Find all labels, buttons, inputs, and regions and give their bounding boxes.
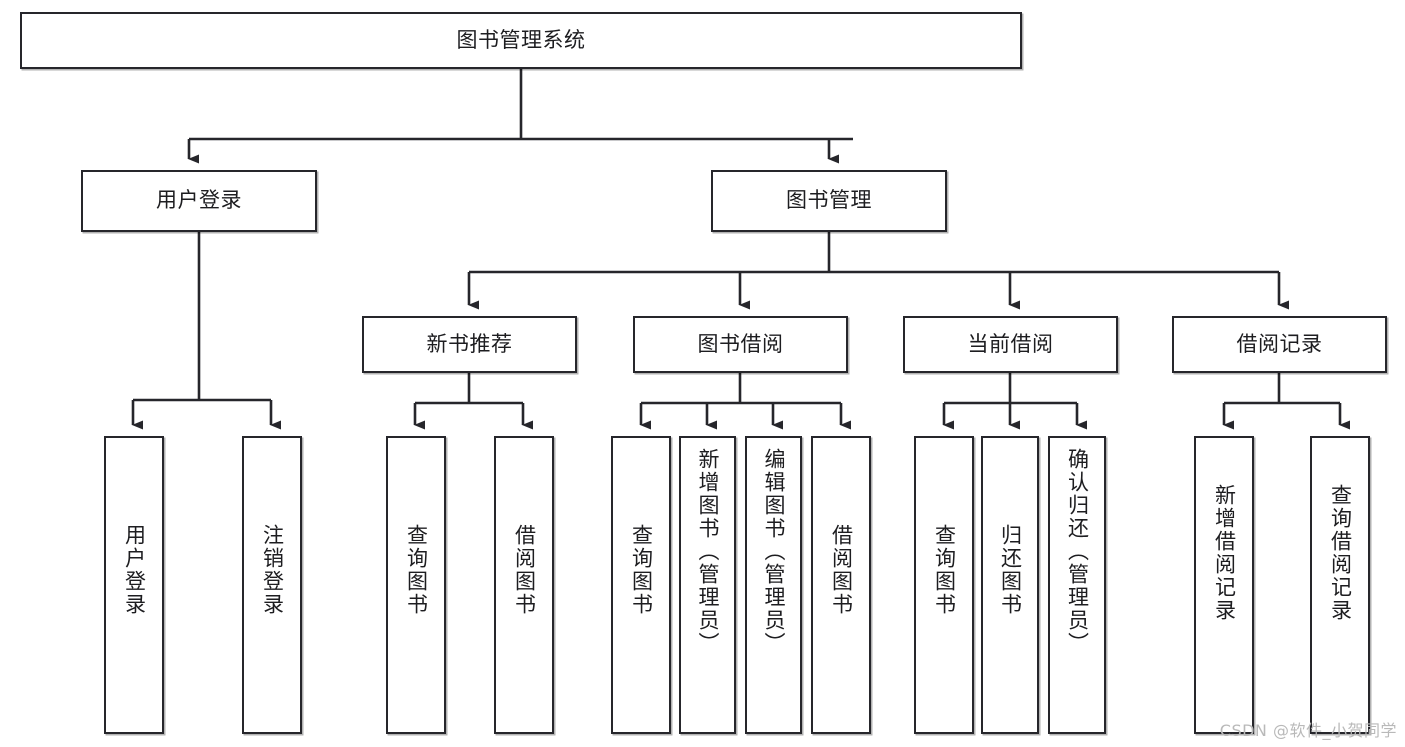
node-leaf-query-record-label: 查询借阅记录 (1328, 484, 1353, 622)
node-current-borrow-label: 当前借阅 (967, 331, 1054, 356)
node-user-login-label: 用户登录 (156, 188, 242, 213)
node-leaf-user-logout[interactable]: 注销登录 (242, 436, 302, 734)
node-leaf-query-book-1[interactable]: 查询图书 (386, 436, 446, 734)
node-leaf-add-book[interactable]: 新增图书（管理员） (679, 436, 736, 734)
node-leaf-borrow-book-1[interactable]: 借阅图书 (494, 436, 554, 734)
node-leaf-borrow-book-2-label: 借阅图书 (829, 524, 854, 616)
node-leaf-borrow-book-1-label: 借阅图书 (512, 524, 537, 616)
node-leaf-edit-book-label: 编辑图书（管理员） (761, 448, 786, 655)
node-borrow-record-label: 借阅记录 (1236, 331, 1323, 356)
node-book-borrow-label: 图书借阅 (697, 331, 784, 356)
node-leaf-user-login[interactable]: 用户登录 (104, 436, 164, 734)
node-leaf-user-logout-label: 注销登录 (260, 524, 285, 616)
node-leaf-query-record[interactable]: 查询借阅记录 (1310, 436, 1370, 734)
node-root[interactable]: 图书管理系统 (20, 12, 1022, 69)
node-book-borrow[interactable]: 图书借阅 (633, 316, 848, 373)
csdn-watermark: CSDN @软件_小贺同学 (1219, 721, 1397, 740)
node-leaf-query-book-2-label: 查询图书 (629, 524, 654, 616)
node-leaf-user-login-label: 用户登录 (122, 524, 147, 616)
node-new-book-recommend-label: 新书推荐 (426, 331, 513, 356)
node-leaf-add-record[interactable]: 新增借阅记录 (1194, 436, 1254, 734)
node-leaf-query-book-3[interactable]: 查询图书 (914, 436, 974, 734)
node-leaf-return-book[interactable]: 归还图书 (981, 436, 1039, 734)
node-new-book-recommend[interactable]: 新书推荐 (362, 316, 577, 373)
node-leaf-confirm-return-label: 确认归还（管理员） (1065, 448, 1090, 655)
node-leaf-query-book-1-label: 查询图书 (404, 524, 429, 616)
node-leaf-edit-book[interactable]: 编辑图书（管理员） (745, 436, 802, 734)
node-book-management-label: 图书管理 (786, 188, 872, 213)
node-leaf-add-record-label: 新增借阅记录 (1212, 484, 1237, 622)
node-borrow-record[interactable]: 借阅记录 (1172, 316, 1387, 373)
node-leaf-query-book-2[interactable]: 查询图书 (611, 436, 671, 734)
node-leaf-add-book-label: 新增图书（管理员） (695, 448, 720, 655)
node-root-label: 图书管理系统 (456, 27, 586, 52)
node-user-login[interactable]: 用户登录 (81, 170, 317, 232)
node-current-borrow[interactable]: 当前借阅 (903, 316, 1118, 373)
node-leaf-query-book-3-label: 查询图书 (932, 524, 957, 616)
node-leaf-borrow-book-2[interactable]: 借阅图书 (811, 436, 871, 734)
node-leaf-confirm-return[interactable]: 确认归还（管理员） (1048, 436, 1106, 734)
node-leaf-return-book-label: 归还图书 (998, 524, 1023, 616)
node-book-management[interactable]: 图书管理 (711, 170, 947, 232)
